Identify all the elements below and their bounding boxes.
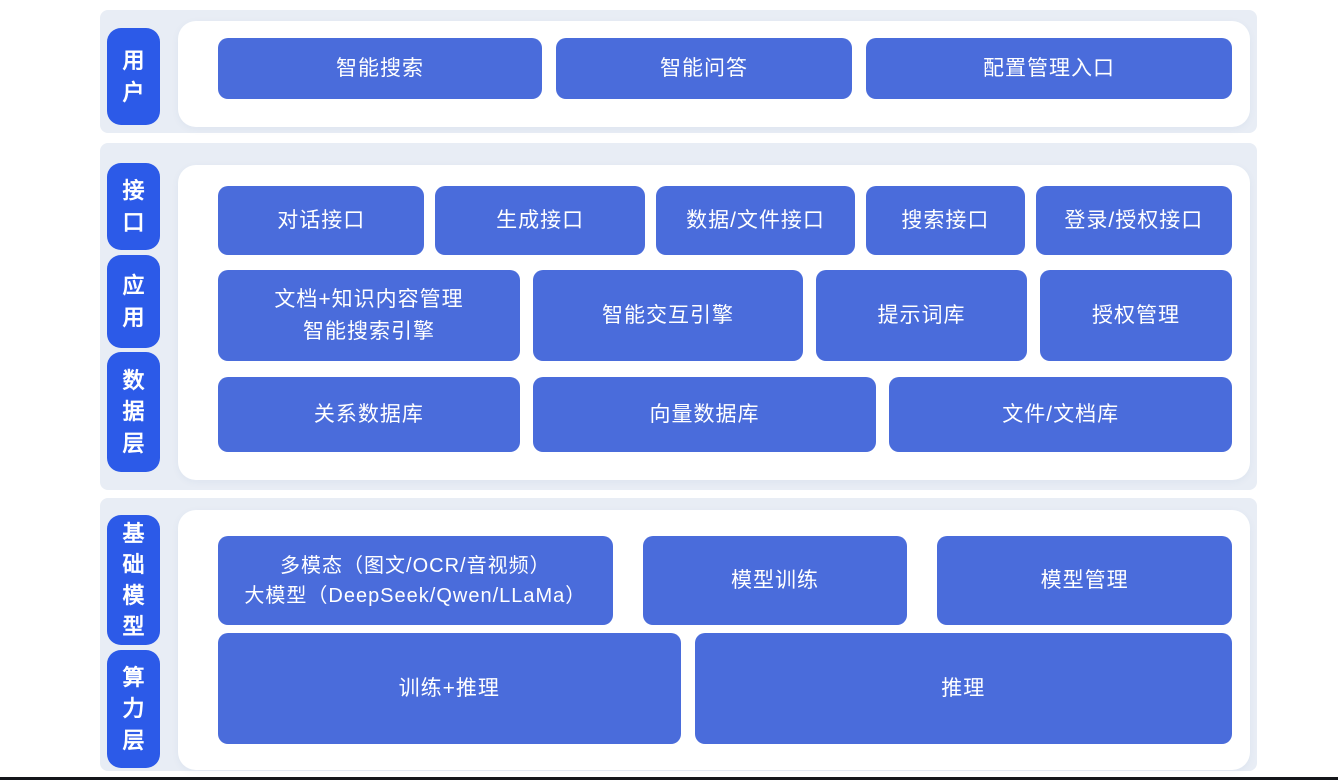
bottom-divider: [0, 777, 1338, 780]
block-smart-qa: 智能问答: [556, 38, 852, 99]
block-generation-api: 生成接口: [435, 186, 645, 255]
block-file-doc-store: 文件/文档库: [889, 377, 1233, 452]
block-prompt-library: 提示词库: [816, 270, 1027, 361]
tag-application-layer: 应用: [107, 255, 160, 348]
block-interactive-engine: 智能交互引擎: [533, 270, 803, 361]
block-model-management: 模型管理: [937, 536, 1233, 625]
block-data-file-api: 数据/文件接口: [655, 186, 856, 255]
block-config-management-entry: 配置管理入口: [866, 38, 1232, 99]
panel-interface-app-data: 对话接口 生成接口 数据/文件接口 搜索接口 登录/授权接口 文档+知识内容管理…: [178, 165, 1250, 480]
row-models: 多模态（图文/OCR/音视频） 大模型（DeepSeek/Qwen/LLaMa）…: [218, 536, 1233, 625]
block-search-api: 搜索接口: [866, 186, 1025, 255]
block-doc-knowledge-search-engine: 文档+知识内容管理 智能搜索引擎: [218, 270, 520, 361]
row-interfaces: 对话接口 生成接口 数据/文件接口 搜索接口 登录/授权接口: [218, 186, 1233, 255]
row-compute: 训练+推理 推理: [218, 633, 1232, 744]
block-vector-db: 向量数据库: [532, 377, 877, 452]
tag-user-layer: 用户: [107, 28, 160, 125]
block-multimodal-llm: 多模态（图文/OCR/音视频） 大模型（DeepSeek/Qwen/LLaMa）: [218, 536, 613, 625]
section-model-compute: 基础模型 算力层 多模态（图文/OCR/音视频） 大模型（DeepSeek/Qw…: [100, 498, 1257, 771]
block-dialog-api: 对话接口: [218, 186, 425, 255]
section-interface-app-data: 接口 应用 数据层 对话接口 生成接口 数据/文件接口 搜索接口 登录/授权接口…: [100, 143, 1257, 490]
row-user-entries: 智能搜索 智能问答 配置管理入口: [218, 38, 1232, 99]
panel-user-layer: 智能搜索 智能问答 配置管理入口: [178, 21, 1250, 127]
block-login-auth-api: 登录/授权接口: [1035, 186, 1233, 255]
block-relational-db: 关系数据库: [218, 377, 520, 452]
block-training-inference: 训练+推理: [218, 633, 681, 744]
tag-foundation-model-layer: 基础模型: [107, 515, 160, 645]
row-data-stores: 关系数据库 向量数据库 文件/文档库: [218, 377, 1233, 452]
tag-interface-layer: 接口: [107, 163, 160, 250]
tag-data-layer: 数据层: [107, 352, 160, 472]
tag-compute-layer: 算力层: [107, 650, 160, 768]
block-model-training: 模型训练: [642, 536, 908, 625]
row-applications: 文档+知识内容管理 智能搜索引擎 智能交互引擎 提示词库 授权管理: [218, 270, 1232, 361]
section-user-layer: 用户 智能搜索 智能问答 配置管理入口: [100, 10, 1257, 133]
block-inference: 推理: [694, 633, 1232, 744]
panel-model-compute: 多模态（图文/OCR/音视频） 大模型（DeepSeek/Qwen/LLaMa）…: [178, 510, 1250, 770]
block-smart-search: 智能搜索: [218, 38, 542, 99]
block-auth-management: 授权管理: [1040, 270, 1232, 361]
